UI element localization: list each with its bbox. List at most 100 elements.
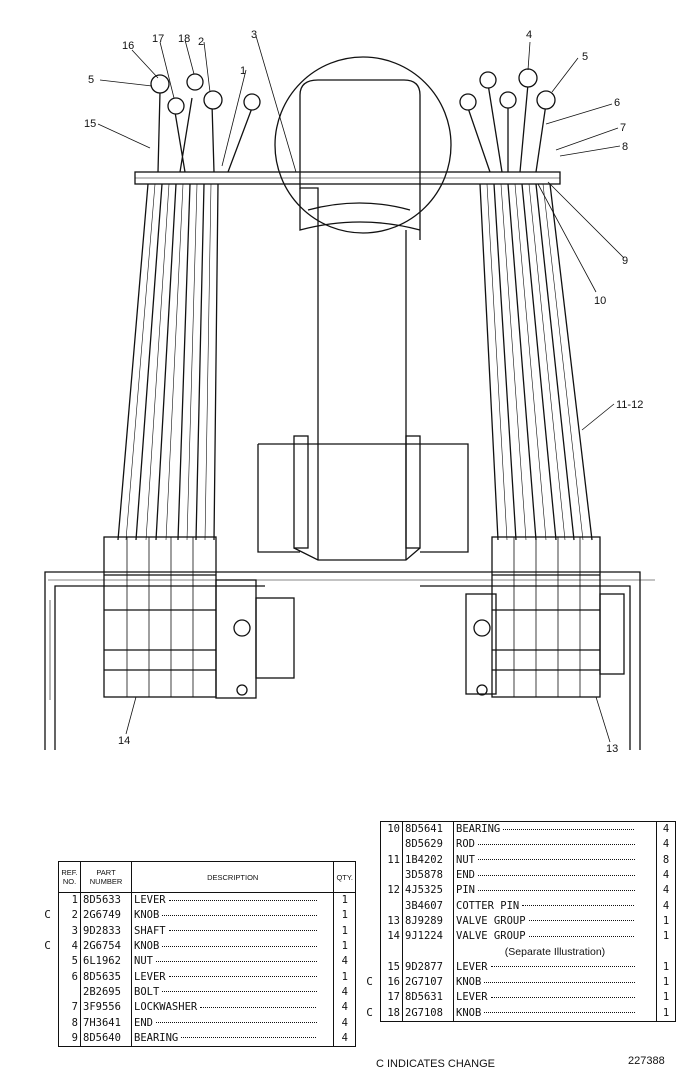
callout-18: 18 (178, 33, 190, 45)
ref-number (380, 837, 403, 853)
header-description: DESCRIPTION (131, 861, 335, 893)
part-number: 8D5629 (402, 837, 454, 853)
ref-number: 3 (58, 923, 81, 939)
part-description: END (453, 867, 657, 884)
quantity: 1 (341, 924, 348, 937)
callout-6: 6 (614, 97, 620, 109)
part-description: KNOB (131, 938, 335, 955)
quantity: 1 (341, 894, 348, 907)
ref-number: 15 (380, 959, 403, 975)
part-number: 8D5635 (80, 969, 132, 985)
part-description: VALVE GROUP (453, 913, 657, 930)
callout-7: 7 (620, 122, 626, 134)
header-ref-no: REF. NO. (58, 861, 81, 893)
description-text: LEVER (456, 960, 488, 973)
illustration-number: 227388 (628, 1055, 665, 1067)
description-text: END (456, 869, 475, 882)
dot-leader (168, 930, 317, 932)
quantity (657, 944, 676, 959)
quantity: 1 (662, 914, 670, 927)
description-text: LEVER (456, 991, 488, 1004)
dot-leader (155, 960, 317, 962)
part-description: VALVE GROUP (453, 929, 657, 945)
quantity: 4 (341, 1031, 348, 1044)
part-description: LEVER (131, 892, 335, 909)
description-text: END (134, 1016, 153, 1029)
callout-17: 17 (152, 33, 164, 45)
quantity: 4 (341, 985, 348, 998)
ref-number: 16 (380, 974, 403, 991)
part-description: BOLT (131, 984, 335, 1001)
ref-number: 17 (380, 990, 403, 1006)
ref-number: 11 (380, 852, 403, 868)
header-qty: QTY. (333, 861, 356, 893)
ref-number: 14 (380, 929, 403, 945)
callout-15: 15 (84, 118, 96, 130)
description-text: SHAFT (134, 924, 166, 937)
quantity: 1 (341, 940, 348, 953)
part-number: 7H3641 (80, 1015, 132, 1031)
callout-2: 2 (198, 36, 204, 48)
ref-number: 18 (380, 1005, 403, 1022)
ref-number: 1 (58, 892, 81, 909)
part-number: 8D5640 (80, 1030, 132, 1047)
callout-3: 3 (251, 29, 257, 41)
part-number: 1B4202 (402, 852, 454, 868)
callout-8: 8 (622, 141, 628, 153)
part-description: LOCKWASHER (131, 1000, 335, 1016)
part-number (402, 944, 454, 960)
change-indicator: C (44, 908, 51, 922)
description-text: BOLT (134, 985, 160, 998)
ref-number: 13 (380, 913, 403, 930)
quantity: 4 (662, 823, 670, 836)
quantity: 4 (341, 1001, 348, 1014)
dot-leader (162, 914, 317, 916)
exploded-parts-illustration: 16 17 18 2 3 1 5 15 4 5 6 7 8 9 10 11-12… (44, 29, 655, 755)
part-description: NUT (131, 954, 335, 970)
dot-leader (162, 945, 317, 947)
description-text: KNOB (134, 909, 160, 922)
dot-leader (477, 843, 635, 845)
callout-11-12: 11-12 (616, 399, 643, 411)
part-description: END (131, 1015, 335, 1031)
part-description: BEARING (453, 821, 657, 838)
dot-leader (522, 905, 635, 907)
quantity: 4 (341, 955, 348, 968)
part-description: KNOB (453, 1005, 657, 1022)
part-description: PIN (453, 883, 657, 899)
dot-leader (162, 991, 317, 993)
part-number: 9J1224 (402, 929, 454, 945)
part-number: 9D2833 (80, 923, 132, 939)
description-text: KNOB (456, 976, 482, 989)
description-text: LEVER (134, 894, 166, 907)
ref-number: 7 (58, 1000, 81, 1016)
ref-number (58, 984, 81, 1001)
quantity: 1 (341, 909, 348, 922)
quantity: 4 (341, 1016, 348, 1029)
description-text: LEVER (134, 970, 166, 983)
description-text: VALVE GROUP (456, 914, 526, 927)
ref-number: 4 (58, 938, 81, 955)
dot-leader (490, 996, 635, 998)
part-description: NUT (453, 852, 657, 868)
dot-leader (490, 966, 635, 968)
part-number: 3D5878 (402, 867, 454, 884)
description-text: KNOB (456, 1006, 482, 1019)
part-number: 2G6754 (80, 938, 132, 955)
callout-9: 9 (622, 255, 628, 267)
description-text: (Separate Illustration) (504, 945, 606, 958)
quantity: 1 (662, 1006, 670, 1019)
dot-leader (181, 1037, 317, 1039)
